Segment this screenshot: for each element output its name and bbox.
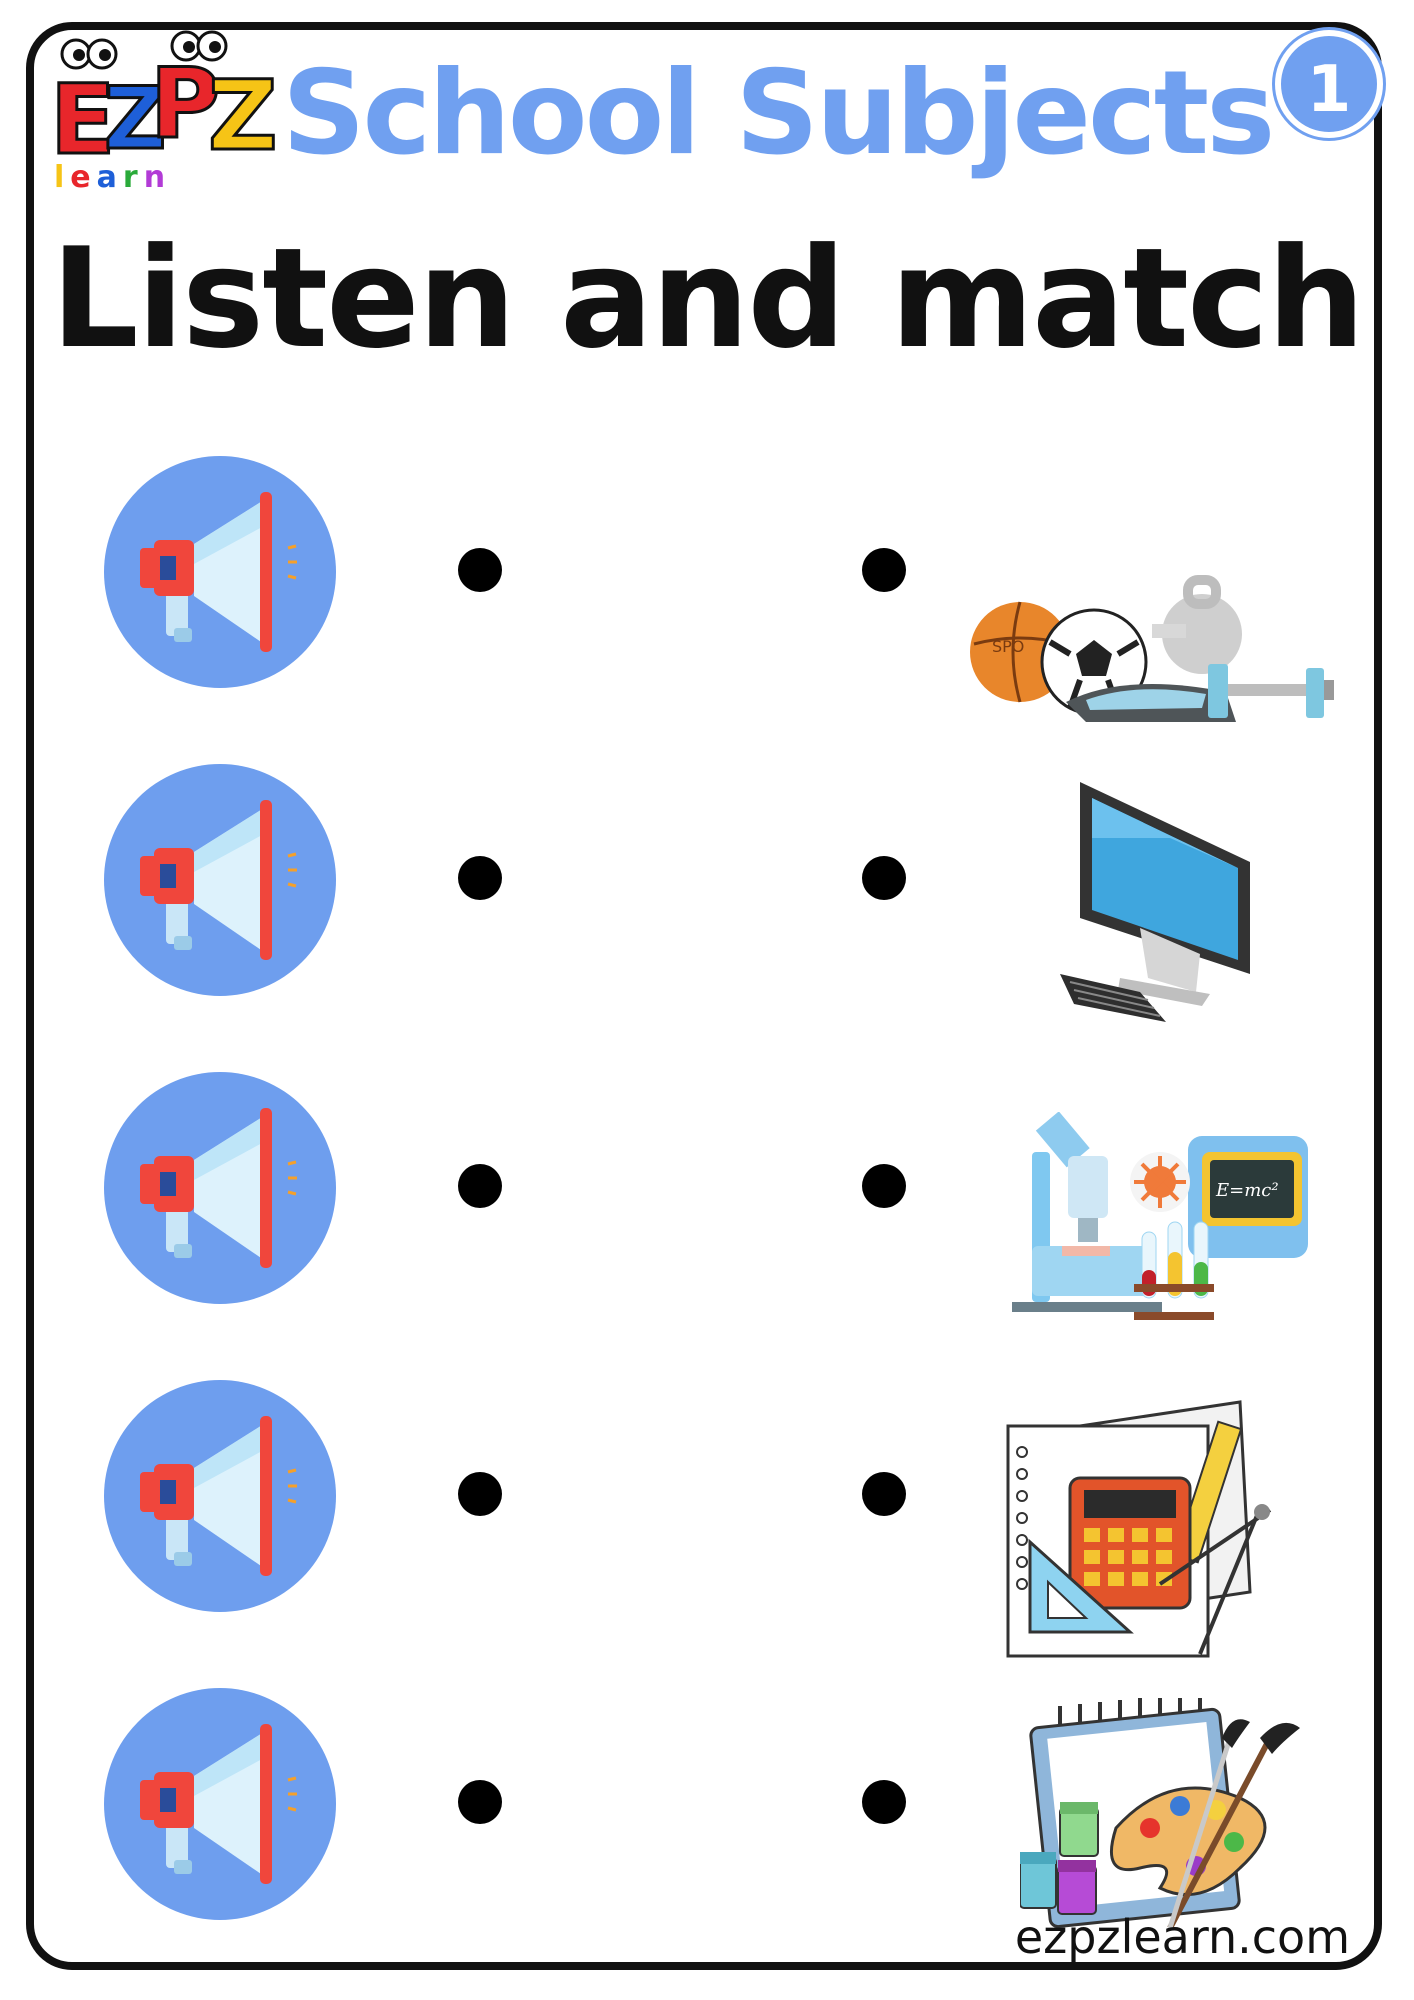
page-border [26,22,1382,1970]
website-url: ezpzlearn.com [1014,1910,1350,1964]
worksheet-number-badge: 1 [1275,30,1383,138]
left-match-dot[interactable] [458,1164,502,1208]
logo-letter-p: P [148,48,221,160]
left-match-dot[interactable] [458,1472,502,1516]
sports-equipment-icon: SPO [970,575,1334,722]
svg-text:SPO: SPO [992,637,1024,656]
audio-play-button[interactable] [104,456,336,688]
match-row: SPO [0,456,1414,722]
cartoon-eyes-icon [60,30,228,70]
megaphone-icon [140,800,297,960]
logo-sub-text: learn [54,160,172,195]
audio-play-button[interactable] [104,1380,336,1612]
right-match-dot[interactable] [862,548,906,592]
audio-play-button[interactable] [104,764,336,996]
computer-icon [1060,782,1250,1022]
megaphone-icon [140,1724,297,1884]
audio-play-button[interactable] [104,1688,336,1920]
match-row [0,1380,1414,1658]
svg-text:E=mc²: E=mc² [1215,1180,1279,1201]
logo-letter-z2: Z [207,60,280,172]
match-row [0,764,1414,1022]
right-match-dot[interactable] [862,1472,906,1516]
art-supplies-icon [1020,1698,1300,1930]
audio-play-button[interactable] [104,1072,336,1304]
science-lab-icon: E=mc² [1012,1112,1308,1320]
ezpz-logo: E Z P Z learn [46,28,279,195]
match-row [0,1688,1414,1930]
page-title: Listen and match [50,218,1365,379]
right-match-dot[interactable] [862,1780,906,1824]
match-row: E=mc² [0,1072,1414,1320]
logo-letter-e: E [49,64,118,176]
left-match-dot[interactable] [458,548,502,592]
header-title: School Subjects [282,46,1275,181]
megaphone-icon [140,1108,297,1268]
left-match-dot[interactable] [458,856,502,900]
right-match-dot[interactable] [862,1164,906,1208]
math-tools-icon [1006,1400,1272,1658]
left-match-dot[interactable] [458,1780,502,1824]
megaphone-icon [140,1416,297,1576]
megaphone-icon [140,492,297,652]
logo-letter-z: Z [102,69,167,169]
right-match-dot[interactable] [862,856,906,900]
